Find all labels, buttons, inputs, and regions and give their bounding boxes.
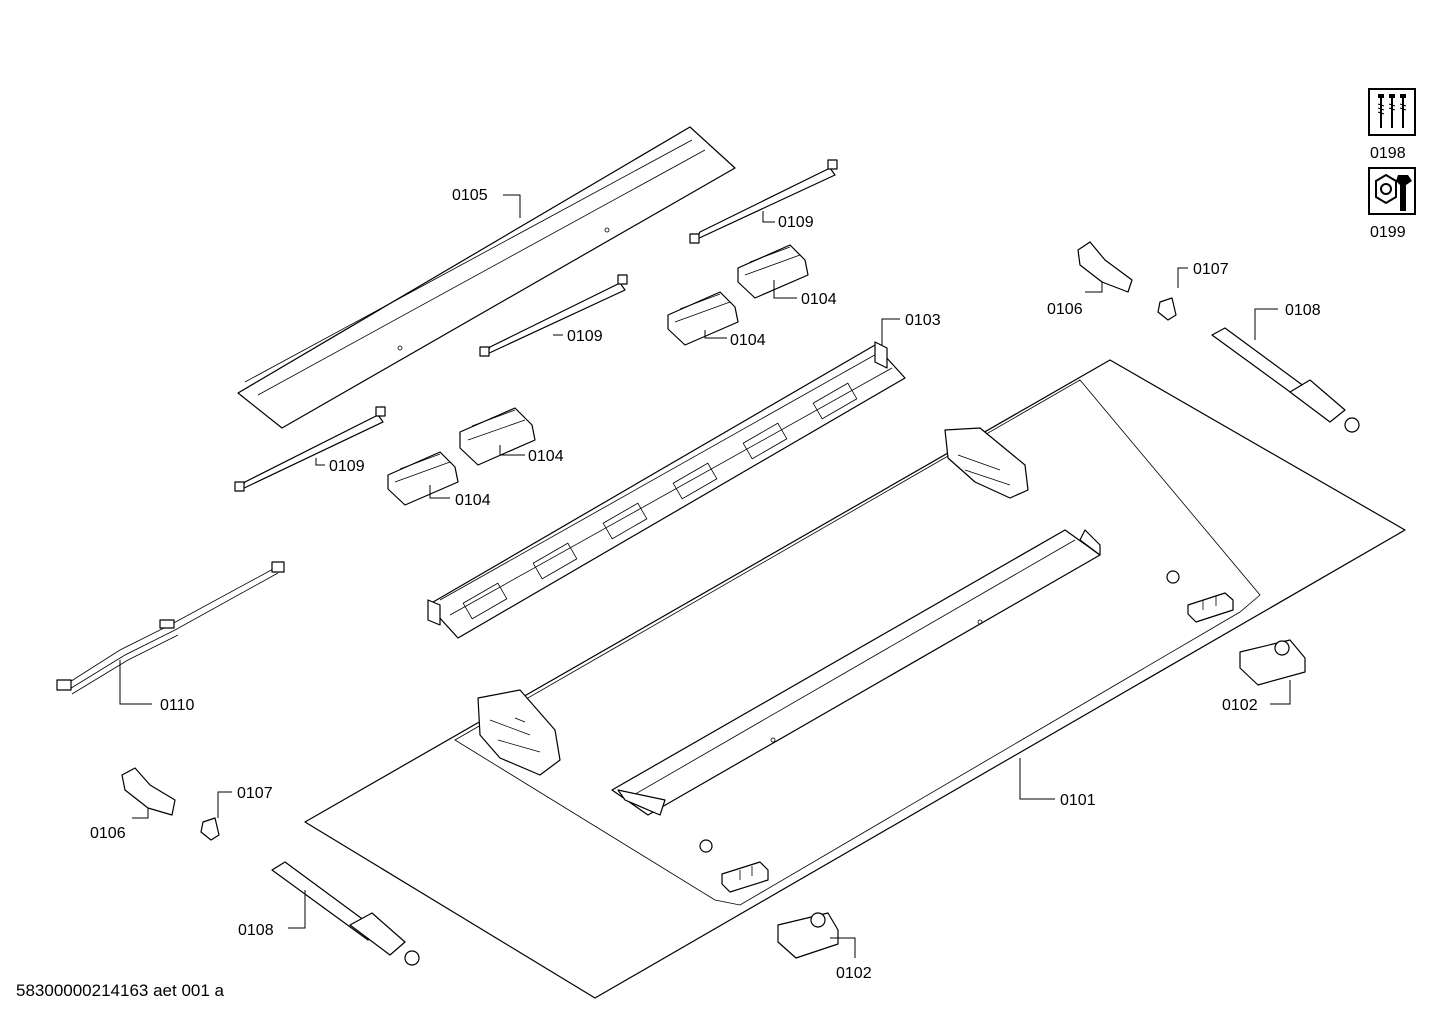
label-0107-top: 0107 <box>1193 261 1229 278</box>
label-0109-bottom: 0109 <box>329 458 365 475</box>
legend-label-0199: 0199 <box>1370 224 1406 241</box>
label-0107-bottom: 0107 <box>237 785 273 802</box>
part-0107-clips <box>200 297 1177 841</box>
part-0105-strip <box>237 126 736 429</box>
part-0108-struts <box>271 327 1360 966</box>
label-0106-top: 0106 <box>1047 301 1083 318</box>
label-0110: 0110 <box>160 697 195 714</box>
label-0104-c: 0104 <box>528 448 564 465</box>
part-0104-modules <box>387 244 809 506</box>
label-0102-right: 0102 <box>1222 697 1258 714</box>
nut-wrench-icon <box>1368 167 1416 215</box>
label-0106-bottom: 0106 <box>90 825 126 842</box>
part-0110-harness <box>56 561 285 695</box>
part-0109-cables <box>234 159 838 492</box>
label-0109-top: 0109 <box>778 214 814 231</box>
label-0103: 0103 <box>905 312 941 329</box>
part-labels: 0105 0109 0109 0109 0104 0104 0104 0104 … <box>90 187 1321 982</box>
part-0101-panel <box>304 359 1406 999</box>
label-0109-mid: 0109 <box>567 328 603 345</box>
label-0104-a: 0104 <box>801 291 837 308</box>
legend-label-0198: 0198 <box>1370 145 1406 162</box>
part-0106-brackets <box>121 241 1133 816</box>
part-0103-rail <box>427 341 906 639</box>
label-0105: 0105 <box>452 187 488 204</box>
label-0104-d: 0104 <box>455 492 491 509</box>
label-0108-top: 0108 <box>1285 302 1321 319</box>
label-0102-bottom: 0102 <box>836 965 872 982</box>
label-0101: 0101 <box>1060 792 1096 809</box>
label-0104-b: 0104 <box>730 332 766 349</box>
leader-lines <box>119 194 1291 958</box>
label-0108-bottom: 0108 <box>238 922 274 939</box>
document-id: 58300000214163 aet 001 a <box>16 981 224 1000</box>
part-0102-latches <box>777 639 1306 959</box>
screws-icon <box>1368 88 1416 136</box>
